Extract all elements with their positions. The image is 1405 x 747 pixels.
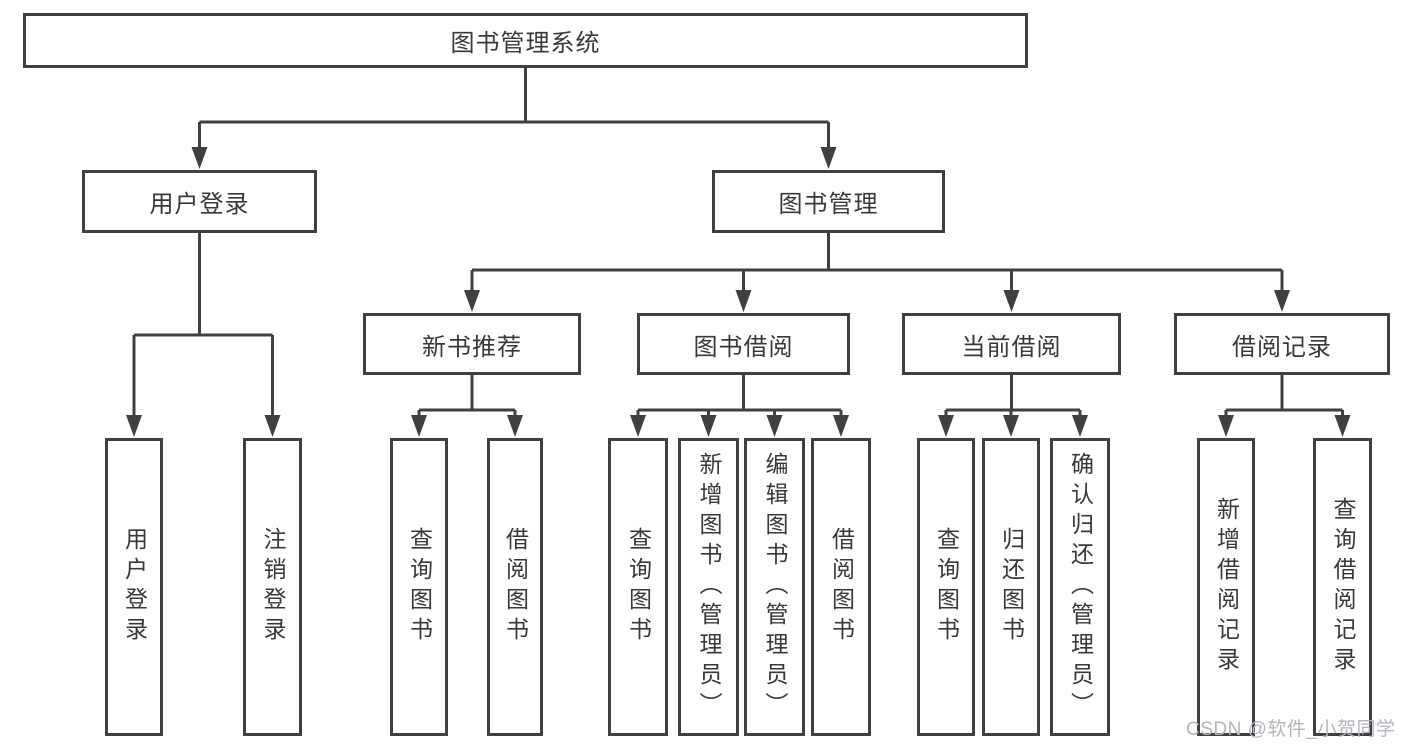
leaf-add-book-admin-label: 新增图书（管理员） bbox=[696, 452, 722, 722]
leaf-edit-book-admin-label: 编辑图书（管理员） bbox=[762, 452, 788, 722]
leaf-query-books-borrow-label: 查询图书 bbox=[625, 527, 652, 647]
leaf-query-borrow-record: 查询借阅记录 bbox=[1313, 438, 1372, 736]
node-borrow-records-label: 借阅记录 bbox=[1232, 333, 1332, 361]
leaf-query-books-current: 查询图书 bbox=[917, 438, 975, 736]
leaf-return-book: 归还图书 bbox=[982, 438, 1040, 736]
leaf-add-borrow-record-label: 新增借阅记录 bbox=[1213, 497, 1240, 677]
node-root-label: 图书管理系统 bbox=[450, 30, 601, 57]
leaf-query-borrow-record-label: 查询借阅记录 bbox=[1330, 497, 1356, 677]
leaf-return-book-label: 归还图书 bbox=[998, 527, 1025, 647]
node-book-management: 图书管理 bbox=[712, 170, 945, 233]
node-book-borrow: 图书借阅 bbox=[637, 313, 850, 375]
leaf-borrow-books-recommend-label: 借阅图书 bbox=[502, 527, 529, 647]
watermark: CSDN @软件_小贺同学 bbox=[1186, 719, 1396, 740]
leaf-confirm-return-admin: 确认归还（管理员） bbox=[1050, 438, 1110, 736]
leaf-user-login-label: 用户登录 bbox=[121, 527, 148, 647]
leaf-confirm-return-admin-label: 确认归还（管理员） bbox=[1067, 452, 1094, 722]
node-borrow-records: 借阅记录 bbox=[1174, 313, 1390, 375]
leaf-user-login: 用户登录 bbox=[105, 438, 163, 736]
node-new-book-recommend: 新书推荐 bbox=[363, 313, 581, 375]
leaf-borrow-books-recommend: 借阅图书 bbox=[487, 438, 543, 736]
leaf-query-books-recommend: 查询图书 bbox=[390, 438, 448, 736]
node-book-borrow-label: 图书借阅 bbox=[693, 333, 794, 361]
leaf-borrow-books-label: 借阅图书 bbox=[828, 527, 855, 647]
node-root: 图书管理系统 bbox=[23, 13, 1028, 68]
node-user-login: 用户登录 bbox=[82, 170, 317, 233]
leaf-add-borrow-record: 新增借阅记录 bbox=[1197, 438, 1255, 736]
leaf-edit-book-admin: 编辑图书（管理员） bbox=[744, 438, 805, 736]
leaf-borrow-books: 借阅图书 bbox=[811, 438, 871, 736]
leaf-logout: 注销登录 bbox=[243, 438, 302, 736]
leaf-query-books-current-label: 查询图书 bbox=[933, 527, 960, 647]
leaf-logout-label: 注销登录 bbox=[260, 527, 286, 647]
node-current-borrow: 当前借阅 bbox=[902, 313, 1121, 375]
node-new-book-recommend-label: 新书推荐 bbox=[422, 333, 522, 361]
leaf-add-book-admin: 新增图书（管理员） bbox=[678, 438, 739, 736]
leaf-query-books-recommend-label: 查询图书 bbox=[406, 527, 433, 647]
leaf-query-books-borrow: 查询图书 bbox=[608, 438, 668, 736]
node-current-borrow-label: 当前借阅 bbox=[961, 333, 1062, 361]
node-user-login-label: 用户登录 bbox=[149, 191, 250, 218]
node-book-management-label: 图书管理 bbox=[778, 191, 879, 218]
